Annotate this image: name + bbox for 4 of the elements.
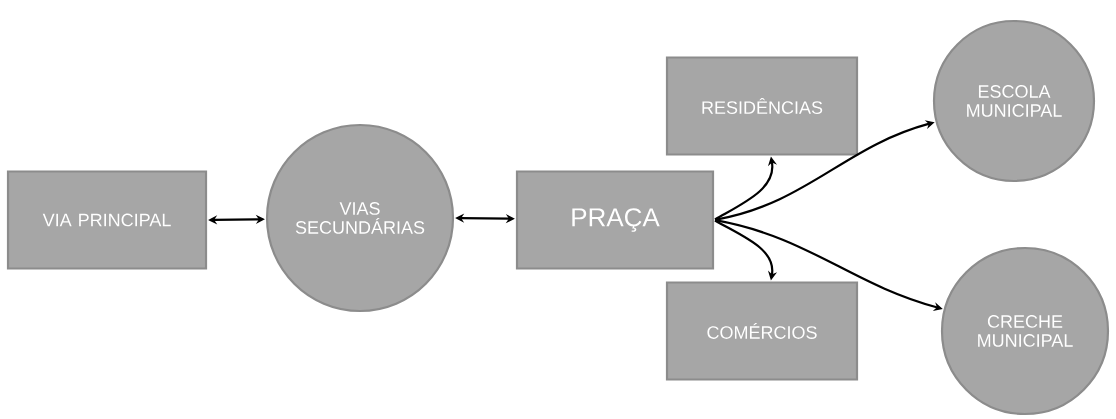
process-box: COMÉRCIOS [665, 281, 859, 381]
process-box: PRAÇA [515, 170, 715, 270]
process-box: RESIDÊNCIAS [665, 56, 859, 156]
process-box: VIA PRINCIPAL [6, 170, 208, 270]
